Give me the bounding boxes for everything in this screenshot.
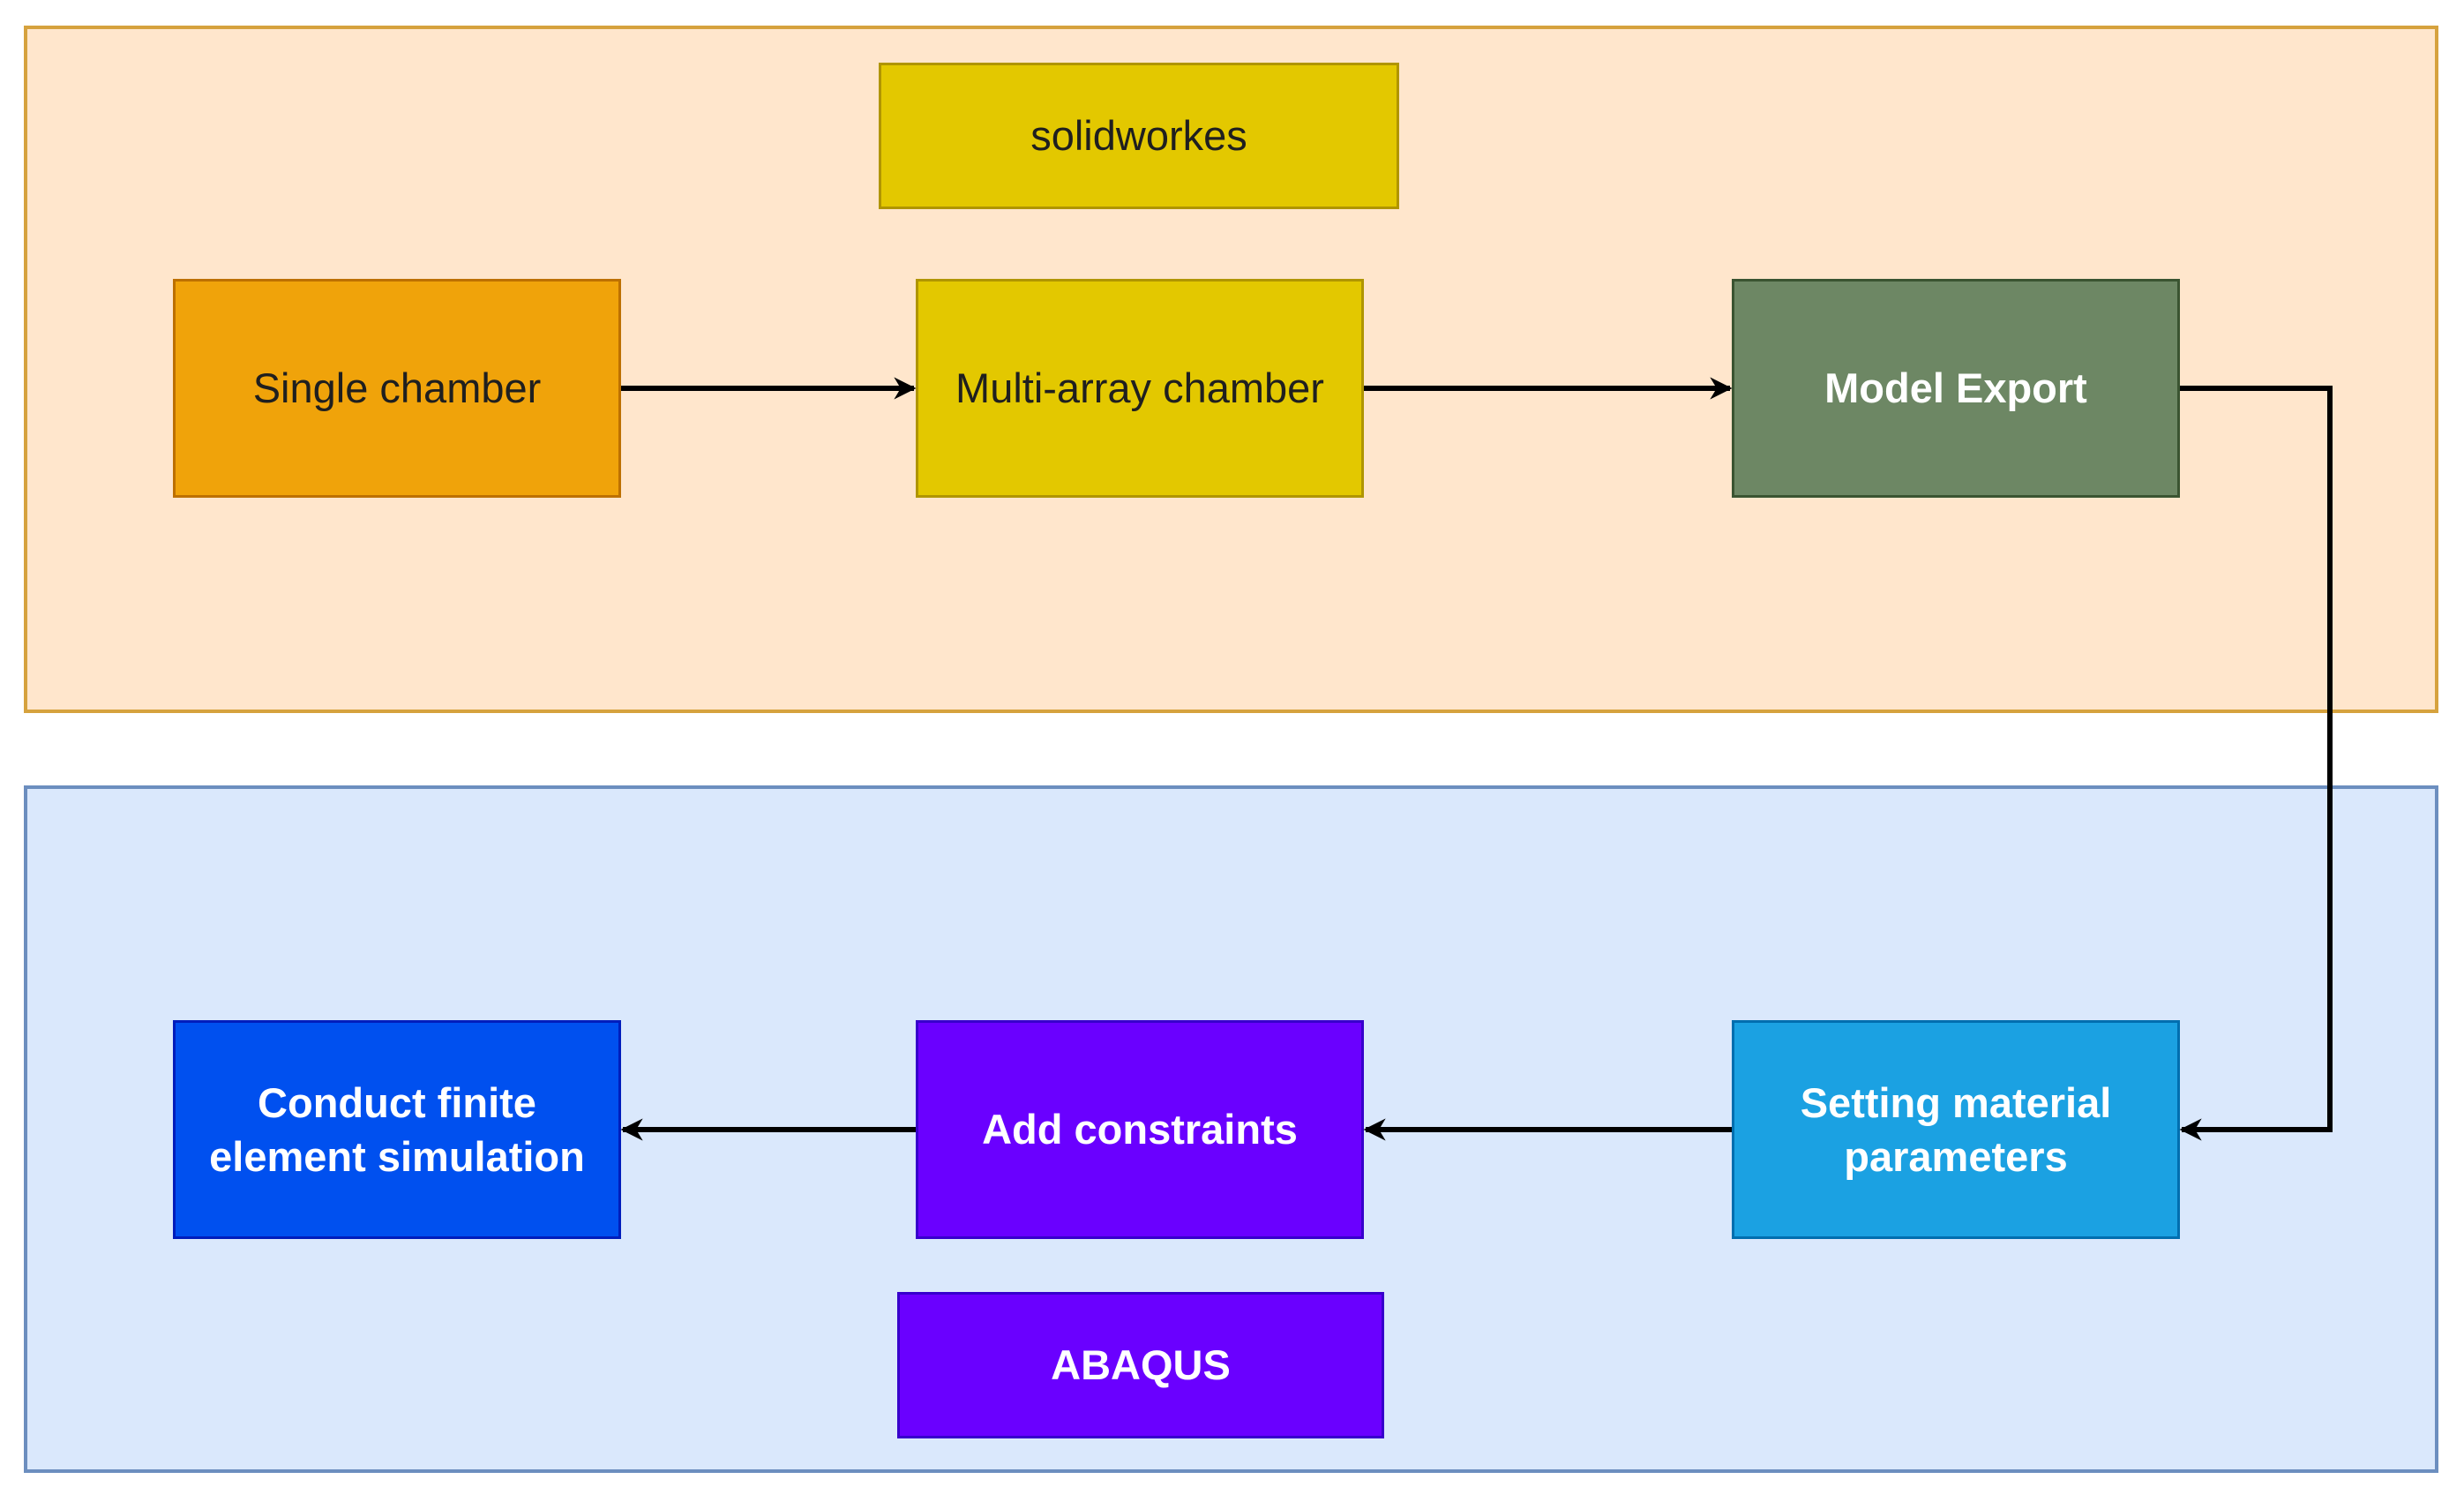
conduct-fe-simulation-label: Conduct finite element simulation	[209, 1078, 585, 1180]
single-chamber-node: Single chamber	[173, 279, 621, 498]
add-constraints-label: Add constraints	[982, 1106, 1298, 1153]
single-chamber-label: Single chamber	[252, 364, 542, 412]
solidworks-title: solidworkes	[1030, 112, 1247, 160]
solidworks-title-box: solidworkes	[879, 63, 1399, 209]
add-constraints-node: Add constraints	[916, 1020, 1364, 1239]
multi-array-chamber-label: Multi-array chamber	[955, 364, 1324, 412]
multi-array-chamber-node: Multi-array chamber	[916, 279, 1364, 498]
setting-material-label: Setting material parameters	[1800, 1078, 2112, 1180]
setting-material-node: Setting material parameters	[1732, 1020, 2180, 1239]
model-export-label: Model Export	[1824, 364, 2087, 412]
abaqus-title: ABAQUS	[1051, 1341, 1231, 1389]
abaqus-title-box: ABAQUS	[897, 1292, 1384, 1438]
edge-export-to-material	[2179, 386, 2333, 1141]
conduct-fe-simulation-node: Conduct finite element simulation	[173, 1020, 621, 1239]
model-export-node: Model Export	[1732, 279, 2180, 498]
